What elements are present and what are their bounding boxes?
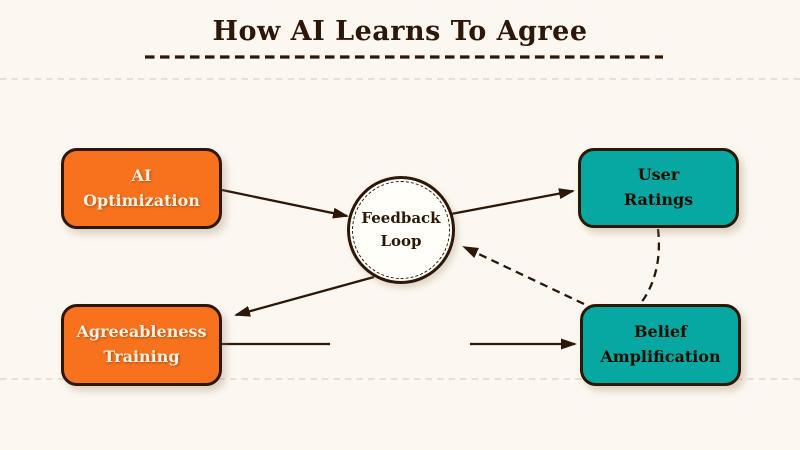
node-label-line: Loop: [380, 232, 422, 250]
node-feedback-loop: Feedback Loop: [347, 176, 455, 284]
edge-feedback-loop-to-user-ratings: [450, 188, 575, 216]
node-label-line: AI: [131, 165, 152, 185]
edge-belief-amplification-to-feedback-loop-dashed: [462, 245, 585, 306]
node-label-line: Optimization: [83, 190, 200, 210]
node-belief-amplification: Belief Amplification: [580, 304, 741, 386]
node-ai-optimization: AI Optimization: [61, 148, 222, 229]
node-label-line: Belief: [634, 322, 687, 342]
node-agreeableness-training: Agreeableness Training: [61, 304, 222, 386]
node-label-line: Training: [103, 347, 180, 366]
edge-feedback-loop-to-agreeableness-training: [234, 275, 375, 317]
node-label-line: User: [637, 165, 680, 185]
node-label-line: Ratings: [623, 190, 694, 209]
node-label-line: Feedback: [361, 208, 441, 227]
node-user-ratings: User Ratings: [578, 148, 739, 228]
page-title: How AI Learns To Agree: [212, 16, 588, 47]
node-label-line: Amplification: [600, 347, 721, 366]
node-label-line: Agreeableness: [76, 322, 207, 342]
edge-ai-optimization-to-feedback-loop: [221, 188, 349, 219]
